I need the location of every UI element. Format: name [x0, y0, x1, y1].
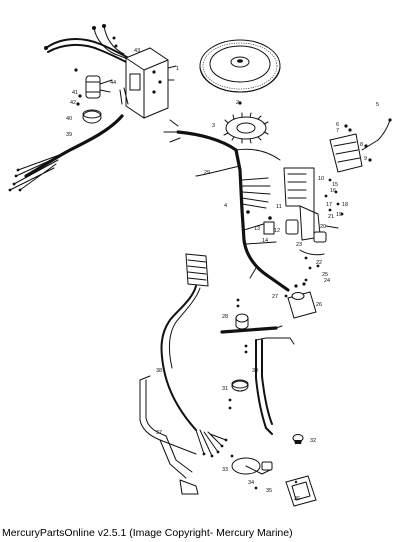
callout-6: 6 — [336, 122, 339, 128]
coil-assembly — [74, 68, 129, 124]
copyright-footer: MercuryPartsOnline v2.5.1 (Image Copyrig… — [2, 527, 293, 539]
clamp — [228, 379, 249, 410]
callout-3: 3 — [212, 123, 215, 129]
callout-32: 32 — [310, 438, 316, 444]
callout-2: 2 — [236, 100, 239, 106]
main-harness — [163, 119, 290, 292]
callout-19: 19 — [336, 212, 342, 218]
callout-24: 24 — [324, 278, 330, 284]
callout-29: 29 — [204, 170, 210, 176]
callout-30: 30 — [252, 368, 258, 374]
ignition-switch — [230, 454, 273, 490]
callout-13: 13 — [254, 226, 260, 232]
callout-44: 44 — [110, 80, 116, 86]
switch-box — [125, 47, 177, 119]
callout-37: 37 — [156, 430, 162, 436]
callout-4: 4 — [224, 203, 227, 209]
cable-left — [8, 114, 124, 192]
connector-plug — [299, 231, 327, 282]
fuse-harness — [160, 253, 209, 431]
callout-31: 31 — [222, 386, 228, 392]
callout-20: 20 — [320, 224, 326, 230]
callout-28: 28 — [222, 314, 228, 320]
rectifier — [329, 118, 392, 173]
callout-10: 10 — [318, 176, 324, 182]
callout-35: 35 — [266, 488, 272, 494]
callout-23: 23 — [296, 242, 302, 248]
callout-42: 42 — [70, 100, 76, 106]
callout-1: 1 — [176, 66, 179, 72]
callout-17: 17 — [326, 202, 332, 208]
callout-21: 21 — [328, 214, 334, 220]
callout-43: 43 — [134, 48, 140, 54]
callout-27: 27 — [272, 294, 278, 300]
starter-solenoid — [284, 282, 317, 319]
callout-39: 39 — [66, 132, 72, 138]
cable-29 — [220, 325, 283, 334]
callout-26: 26 — [316, 302, 322, 308]
callout-12: 12 — [274, 228, 280, 234]
callout-11: 11 — [276, 204, 282, 210]
callout-38: 38 — [156, 368, 162, 374]
callout-40: 40 — [66, 116, 72, 122]
callout-33: 33 — [222, 467, 228, 473]
stator — [223, 101, 269, 144]
callout-14: 14 — [262, 238, 268, 244]
callout-7: 7 — [336, 128, 339, 134]
callout-18: 18 — [342, 202, 348, 208]
battery-cable — [244, 337, 295, 435]
terminal-post — [235, 298, 249, 330]
callout-16: 16 — [330, 188, 336, 194]
bracket-frame — [268, 167, 321, 241]
callout-5: 5 — [376, 102, 379, 108]
callout-9: 9 — [364, 156, 367, 162]
cap-32 — [292, 434, 304, 444]
exploded-parts-diagram: 1 2 3 4 5 6 7 8 9 10 11 12 13 14 15 16 1… — [8, 24, 392, 507]
callout-36: 36 — [294, 496, 300, 502]
harness-lower-left — [139, 375, 228, 495]
callout-22: 22 — [316, 260, 322, 266]
callout-34: 34 — [248, 480, 254, 486]
callout-25: 25 — [322, 272, 328, 278]
hardware-right — [263, 178, 344, 235]
callout-41: 41 — [72, 90, 78, 96]
callout-15: 15 — [332, 182, 338, 188]
callout-8: 8 — [360, 142, 363, 148]
callouts: 1 2 3 4 5 6 7 8 9 10 11 12 13 14 15 16 1… — [66, 48, 379, 502]
panel-plate — [285, 475, 317, 507]
flywheel — [199, 39, 281, 93]
